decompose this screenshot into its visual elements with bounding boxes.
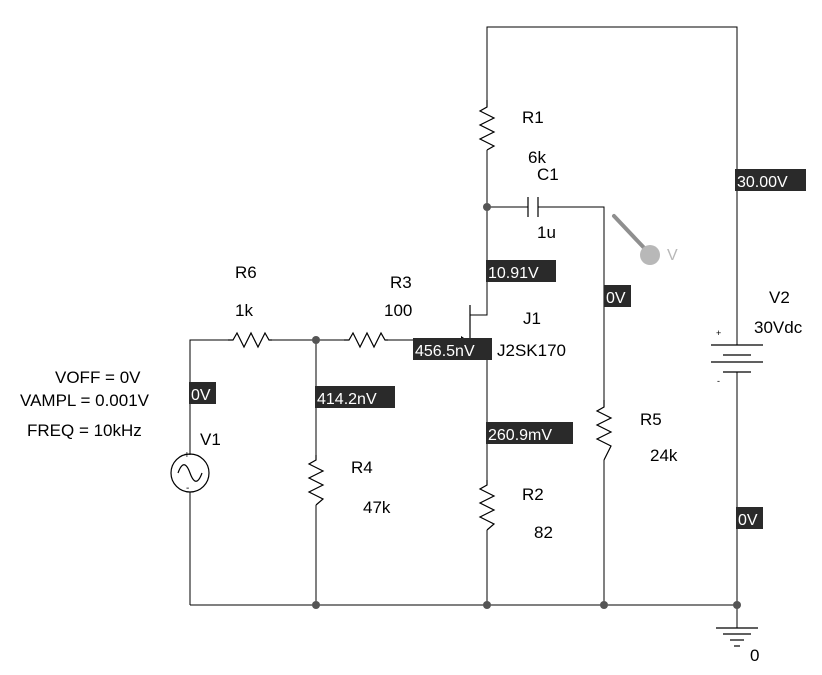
r2-resistor-symbol[interactable] (478, 480, 496, 531)
junction-dot (312, 601, 320, 609)
probe-label: V (667, 247, 678, 264)
svg-text:+: + (716, 328, 721, 338)
junction-dot (312, 336, 320, 344)
r5-resistor-symbol[interactable] (595, 400, 613, 461)
v1-ref: V1 (200, 430, 221, 449)
voltage-marker-supply: 30.00V (735, 169, 806, 191)
c1-value: 1u (537, 223, 556, 242)
svg-text:0V: 0V (606, 290, 626, 307)
svg-text:30.00V: 30.00V (737, 174, 788, 191)
r4-resistor-symbol[interactable] (307, 455, 325, 506)
v2-value: 30Vdc (754, 318, 803, 337)
voltage-marker-c1-out: 0V (604, 285, 631, 307)
r3-ref: R3 (390, 273, 412, 292)
junction-dot (733, 601, 741, 609)
r1-ref: R1 (522, 108, 544, 127)
svg-text:0V: 0V (738, 512, 758, 529)
j1-value: J2SK170 (497, 341, 566, 360)
svg-text:10.91V: 10.91V (488, 265, 539, 282)
junction-dot (483, 203, 491, 211)
r5-ref: R5 (640, 410, 662, 429)
ground-symbol (716, 627, 758, 647)
svg-text:260.9mV: 260.9mV (488, 427, 552, 444)
v1-freq: FREQ = 10kHz (27, 421, 142, 440)
r1-value: 6k (528, 148, 546, 167)
r6-resistor-symbol[interactable] (228, 331, 272, 349)
voltage-marker-gate: 456.5nV (413, 338, 492, 360)
svg-text:0V: 0V (191, 387, 211, 404)
c1-capacitor-symbol[interactable] (527, 197, 539, 217)
svg-text:-: - (186, 483, 189, 494)
v1-sine-source-symbol[interactable]: + - (170, 450, 210, 494)
svg-text:-: - (717, 376, 720, 386)
junction-dot (600, 601, 608, 609)
r4-value: 47k (363, 498, 391, 517)
r5-value: 24k (650, 446, 678, 465)
svg-text:+: + (184, 450, 190, 461)
voltage-probe-icon[interactable]: V (612, 214, 678, 265)
v1-vampl: VAMPL = 0.001V (20, 391, 150, 410)
v2-battery-symbol[interactable]: + - (711, 328, 763, 386)
junction-dot (483, 601, 491, 609)
r6-ref: R6 (235, 263, 257, 282)
r2-value: 82 (534, 523, 553, 542)
svg-text:414.2nV: 414.2nV (317, 391, 377, 408)
voltage-marker-source: 260.9mV (486, 422, 573, 444)
r3-resistor-symbol[interactable] (344, 331, 388, 349)
voltage-marker-v2-neg: 0V (736, 507, 763, 529)
v2-ref: V2 (769, 288, 790, 307)
voltage-marker-drain: 10.91V (486, 260, 556, 282)
c1-ref: C1 (537, 165, 559, 184)
r2-ref: R2 (522, 485, 544, 504)
r6-value: 1k (235, 301, 253, 320)
j1-ref: J1 (523, 309, 541, 328)
voltage-marker-v1-node: 0V (189, 382, 216, 404)
r1-resistor-symbol[interactable] (478, 100, 496, 151)
voltage-marker-r4-node: 414.2nV (315, 386, 395, 408)
svg-text:456.5nV: 456.5nV (415, 343, 475, 360)
junctions (312, 203, 741, 609)
r3-value: 100 (384, 301, 412, 320)
v1-voff: VOFF = 0V (55, 368, 141, 387)
wires (189, 26, 738, 628)
r4-ref: R4 (351, 458, 373, 477)
ground-label: 0 (750, 646, 759, 665)
